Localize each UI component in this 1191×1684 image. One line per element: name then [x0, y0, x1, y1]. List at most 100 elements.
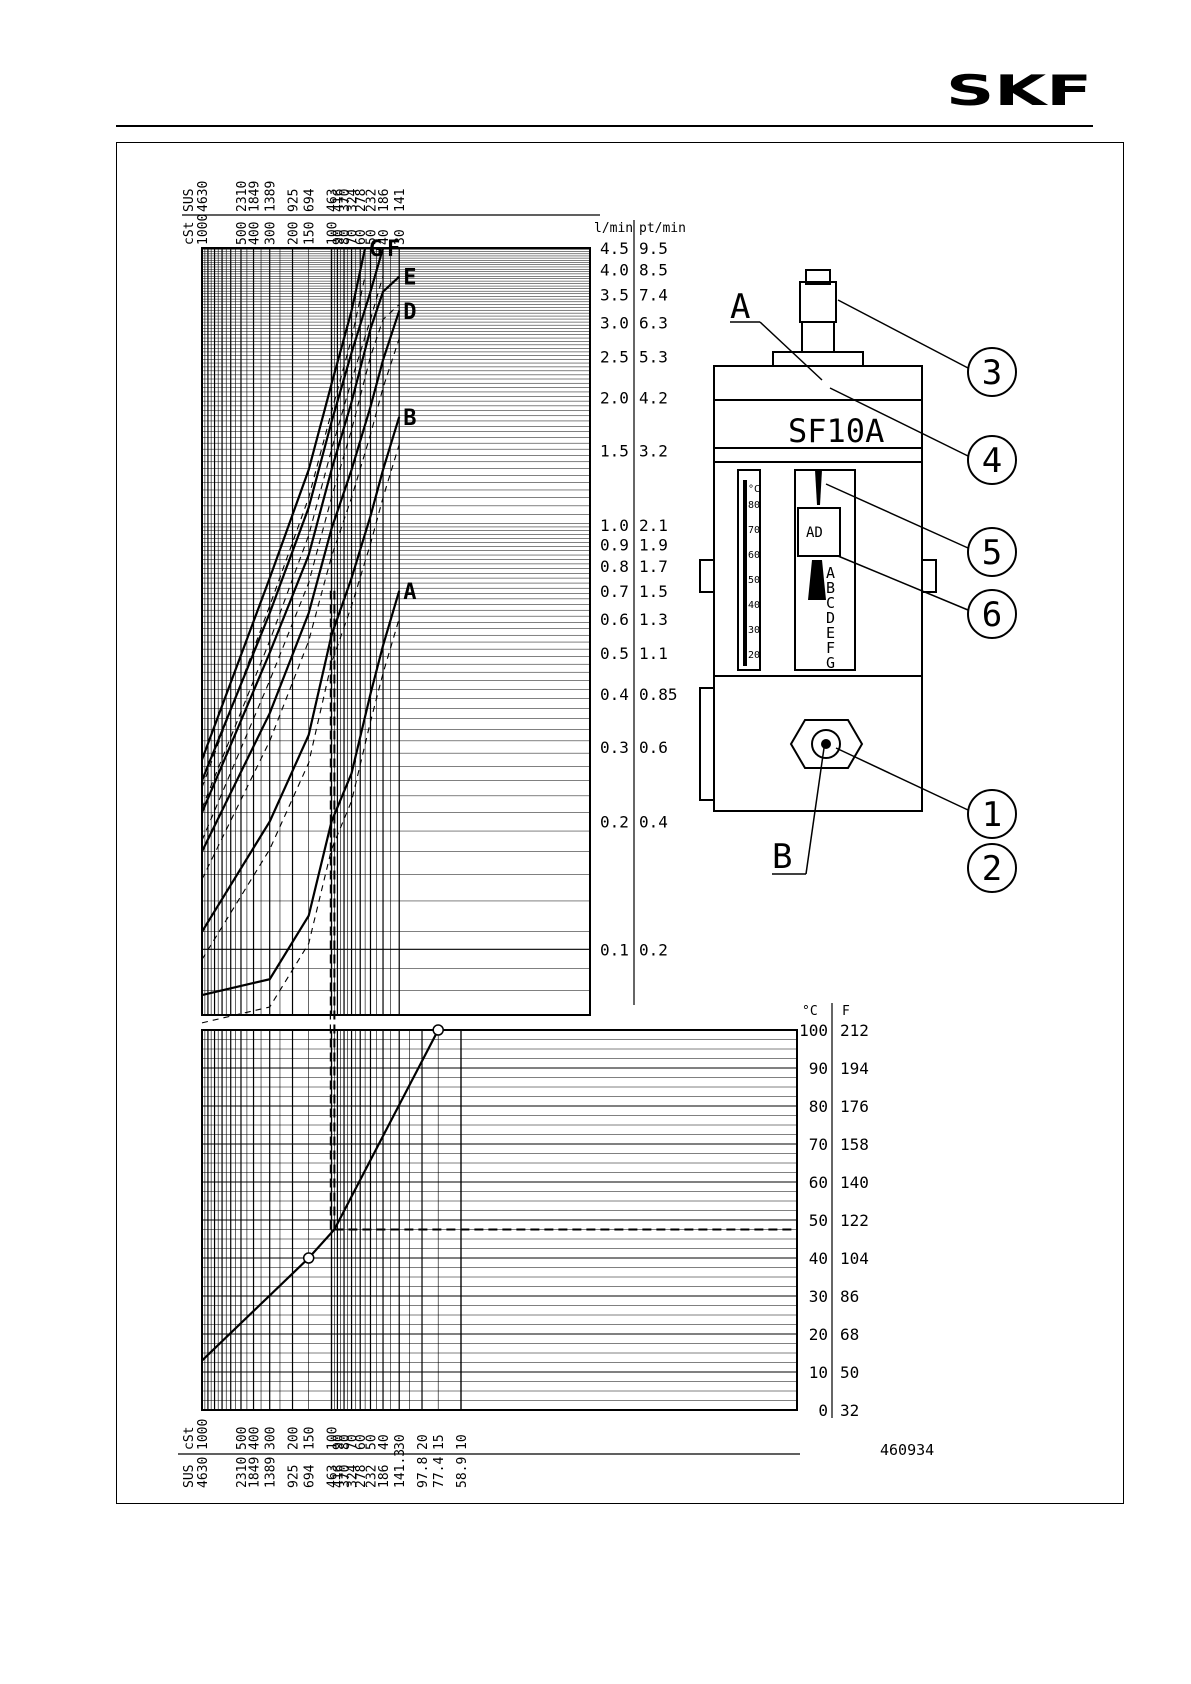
temp-x-tick-cst: 60: [354, 1434, 369, 1450]
temp-x-tick-cst: 300: [264, 1427, 279, 1450]
callout-number: 5: [982, 533, 1002, 573]
flow-x-tick-cst: 300: [264, 222, 279, 245]
flow-curve-b-tolerance: [201, 444, 400, 960]
temp-x-tick-cst: 80: [338, 1434, 353, 1450]
temp-x-tick-sus: 77.4: [432, 1457, 447, 1488]
flow-x-tick-sus: 4630: [196, 181, 211, 212]
flow-grade-letter: E: [826, 624, 835, 642]
flow-y-tick-lmin: 3.5: [600, 285, 629, 304]
temp-y-tick-f: 194: [840, 1059, 869, 1078]
flow-x-tick-sus: 324: [346, 188, 361, 212]
flow-grade-letter: F: [826, 639, 835, 657]
flow-x-tick-cst: 60: [354, 229, 369, 245]
flow-curve-e-tolerance: [201, 304, 400, 841]
flow-y-tick-ptmin: 9.5: [639, 239, 668, 258]
temp-y-tick-f: 122: [840, 1211, 869, 1230]
thermometer-unit: °C: [748, 484, 760, 495]
temp-y-tick-c: 20: [809, 1325, 828, 1344]
temp-y-tick-c: 30: [809, 1287, 828, 1306]
flow-y-axis-label-ptmin: pt/min: [639, 221, 686, 236]
thermometer-tube: [737, 469, 761, 671]
flow-x-tick-sus: 232: [364, 189, 379, 212]
thermometer-tick: 40: [748, 600, 760, 611]
flow-x-tick-cst: 400: [248, 222, 263, 245]
temp-y-tick-f: 86: [840, 1287, 859, 1306]
flow-x-tick-cst: 500: [235, 222, 250, 245]
figure-frame: [116, 142, 1124, 1504]
flow-y-tick-ptmin: 1.7: [639, 557, 668, 576]
device-mount-plate: [772, 351, 864, 367]
flow-y-tick-ptmin: 7.4: [639, 285, 668, 304]
temp-x-tick-sus: 370: [338, 1465, 353, 1488]
device-side-bolt-right: [921, 559, 937, 593]
temp-x-axis-label-cst: cSt: [182, 1427, 197, 1450]
flow-y-tick-lmin: 0.8: [600, 557, 629, 576]
flow-y-tick-lmin: 2.5: [600, 347, 629, 366]
flow-y-tick-lmin: 4.0: [600, 261, 629, 280]
temp-y-tick-c: 40: [809, 1249, 828, 1268]
flow-y-tick-ptmin: 0.4: [639, 813, 668, 832]
flow-x-tick-cst: 200: [287, 222, 302, 245]
temp-x-tick-cst: 1000: [196, 1419, 211, 1450]
flow-curve-d: [201, 310, 401, 853]
flow-x-tick-sus: 463: [326, 189, 341, 212]
flow-x-tick-sus: 370: [338, 189, 353, 212]
temp-x-tick-sus: 324: [346, 1464, 361, 1488]
flow-x-tick-cst: 70: [346, 229, 361, 245]
temp-x-tick-cst: 500: [235, 1427, 250, 1450]
flow-y-tick-ptmin: 0.2: [639, 940, 668, 959]
temp-x-tick-cst: 400: [248, 1427, 263, 1450]
flow-x-tick-cst: 150: [303, 222, 318, 245]
flow-curve-d-tolerance: [201, 338, 400, 880]
device-model-label: SF10A: [788, 412, 884, 450]
temp-x-tick-cst: 30: [393, 1434, 408, 1450]
flow-grade-letter: G: [826, 654, 835, 672]
flow-x-tick-sus: 694: [303, 188, 318, 212]
temp-y-tick-f: 50: [840, 1363, 859, 1382]
flow-curve-e: [200, 275, 400, 814]
temp-x-tick-cst: 20: [416, 1434, 431, 1450]
flow-x-tick-cst: 80: [338, 229, 353, 245]
temp-x-tick-cst: 50: [364, 1434, 379, 1450]
flow-y-tick-ptmin: 2.1: [639, 516, 668, 535]
flow-y-tick-lmin: 1.5: [600, 441, 629, 460]
flow-y-tick-lmin: 0.9: [600, 536, 629, 555]
flow-y-tick-lmin: 2.0: [600, 388, 629, 407]
temp-marked-point: [302, 1252, 315, 1264]
temp-y-tick-c: 50: [809, 1211, 828, 1230]
callout-number: 2: [982, 849, 1002, 889]
callout-circle: [967, 435, 1017, 485]
header-rule: [116, 125, 1093, 127]
callout-number: 3: [982, 353, 1002, 393]
callout-leader: [835, 747, 969, 811]
temp-y-tick-f: 104: [840, 1249, 869, 1268]
flow-y-tick-lmin: 0.3: [600, 738, 629, 757]
flow-x-tick-sus: 925: [287, 189, 302, 212]
temp-marked-point: [432, 1024, 444, 1036]
temp-x-tick-sus: 416: [331, 1465, 346, 1488]
temp-x-tick-sus: 1849: [248, 1457, 263, 1488]
flow-curve-g: [200, 247, 367, 760]
letter-a-leader: [759, 321, 823, 381]
temp-y-tick-f: 158: [840, 1135, 869, 1154]
temp-y-tick-f: 176: [840, 1097, 869, 1116]
callout-number: 1: [982, 795, 1002, 835]
temp-x-tick-sus: 278: [354, 1465, 369, 1488]
figure-number: 460934: [880, 1441, 934, 1459]
flow-y-tick-ptmin: 0.85: [639, 685, 678, 704]
flow-grade-letter: B: [826, 579, 835, 597]
callout-circle: [967, 527, 1017, 577]
temp-x-tick-cst: 15: [432, 1434, 447, 1450]
temp-x-tick-cst: 10: [455, 1434, 470, 1450]
skf-logo: SKF: [946, 72, 1092, 108]
temp-x-tick-sus: 4630: [196, 1457, 211, 1488]
thermometer-tick: 50: [748, 575, 760, 586]
temp-x-tick-sus: 186: [377, 1465, 392, 1488]
flow-curve-label: D: [403, 300, 416, 325]
flow-x-tick-sus: 278: [354, 189, 369, 212]
temperature-viscosity-chart: 1000463050023104001849300138920092515069…: [178, 590, 869, 1488]
flow-y-tick-ptmin: 5.3: [639, 347, 668, 366]
flow-x-tick-sus: 2310: [235, 181, 250, 212]
flow-x-tick-sus: 141: [393, 189, 408, 212]
flow-curve-b: [201, 416, 401, 933]
